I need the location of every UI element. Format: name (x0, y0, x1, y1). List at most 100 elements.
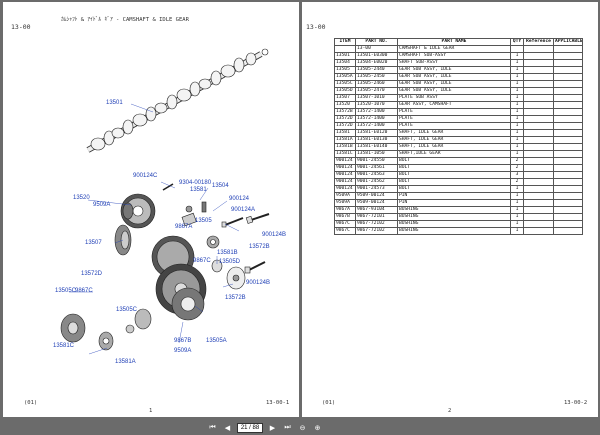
cell-part-no: 9509-00124 (355, 192, 398, 200)
cell-applicable-no (553, 108, 583, 116)
idle-gear-drawing (151, 235, 220, 321)
cell-applicable-no (553, 73, 583, 81)
current-page-input[interactable]: 21 / 88 (237, 422, 263, 433)
callout-13572d[interactable]: 13572D (81, 271, 103, 277)
callout-9304-00180[interactable]: 9304-00180 (179, 180, 212, 186)
callout-13505a[interactable]: 13505A (206, 338, 227, 344)
cell-item: 900124 C (334, 178, 356, 186)
cell-reference (523, 87, 554, 95)
cell-reference (523, 66, 554, 74)
cell-item: 900124 B (334, 171, 356, 179)
cell-part-name: GEAR ASSY, CAMSHAFT (397, 101, 511, 109)
callout-13504[interactable]: 13504 (212, 183, 229, 189)
callout-13520[interactable]: 13520 (73, 195, 90, 201)
callout-900124b[interactable]: 900124B (262, 232, 287, 238)
cell-part-no: 9509-00124 (355, 199, 398, 207)
cell-qty: 1 (510, 80, 524, 88)
cell-part-no: 13505-2440 (355, 66, 398, 74)
header-part-no: PART NO. (355, 38, 398, 46)
callout-13572b[interactable]: 13572B (249, 244, 270, 250)
cell-applicable-no (553, 213, 583, 221)
callout-13581[interactable]: 13581 (190, 187, 207, 193)
cell-item: 13581C (334, 150, 356, 158)
first-page-icon[interactable]: ⏮ (209, 423, 216, 431)
cell-applicable-no (553, 178, 583, 186)
cell-reference (523, 73, 554, 81)
cell-applicable-no (553, 199, 583, 207)
cell-applicable-no (553, 129, 583, 137)
cell-applicable-no (553, 220, 583, 228)
zoom-out-icon[interactable]: ⊖ (299, 423, 306, 432)
page-number: 2 (448, 408, 452, 414)
cell-qty (510, 45, 524, 53)
cell-part-name: BUSHING (397, 227, 511, 235)
cell-qty: 1 (510, 59, 524, 67)
zoom-in-icon[interactable]: ⊕ (314, 423, 321, 432)
cell-reference (523, 52, 554, 60)
callout-13505c-lower[interactable]: 13505C (116, 307, 138, 313)
cell-item (334, 45, 356, 53)
callout-9867a[interactable]: 9867A (175, 224, 193, 230)
cell-reference (523, 129, 554, 137)
cell-part-name: CAMSHAFT SUB-ASSY (397, 52, 511, 60)
next-page-icon[interactable]: ▶ (269, 423, 276, 432)
callout-900124a[interactable]: 900124A (231, 207, 256, 213)
cell-qty: 2 (510, 164, 524, 172)
cell-qty: 1 (510, 108, 524, 116)
callout-9867c-left[interactable]: 9867C (75, 288, 93, 294)
cell-item: 13505D (334, 87, 356, 95)
cell-applicable-no (553, 94, 583, 102)
callout-9509a-low[interactable]: 9509A (174, 348, 192, 354)
cell-qty: 1 (510, 150, 524, 158)
cell-part-no: 13505-2450 (355, 73, 398, 81)
callout-900124c[interactable]: 900124C (133, 173, 158, 179)
callout-13505c[interactable]: 13505C (55, 288, 77, 294)
cell-reference (523, 80, 554, 88)
cell-item: 13572D (334, 115, 356, 123)
callout-13581a[interactable]: 13581A (115, 359, 136, 365)
callout-13501[interactable]: 13501 (106, 100, 123, 106)
callout-13505d[interactable]: 13505D (219, 259, 241, 265)
cell-applicable-no (553, 157, 583, 165)
header-item: ITEM (334, 38, 356, 46)
parts-table: ITEM PART NO. PART NAME QTY Reference AP… (334, 38, 583, 235)
last-page-icon[interactable]: ⏭ (284, 423, 291, 431)
cell-part-name: SHAFT SUB-ASSY (397, 59, 511, 67)
cell-qty: 1 (510, 192, 524, 200)
callout-9509a-top[interactable]: 9509A (93, 202, 111, 208)
callout-13581b[interactable]: 13581B (217, 250, 238, 256)
callout-9867c[interactable]: 9867C (193, 258, 211, 264)
callout-900124[interactable]: 900124 (229, 196, 250, 202)
callout-900124b-lower[interactable]: 900124B (246, 280, 271, 286)
callout-13507[interactable]: 13507 (85, 240, 102, 246)
cell-applicable-no (553, 150, 583, 158)
prev-page-icon[interactable]: ◀ (224, 423, 231, 432)
page-top-ref: 13-00 (11, 23, 31, 31)
cell-reference (523, 185, 554, 193)
page-footer-left: (01) (322, 400, 336, 406)
callout-9867b[interactable]: 9867B (174, 338, 192, 344)
cell-applicable-no (553, 206, 583, 214)
cell-reference (523, 227, 554, 235)
callout-13581c[interactable]: 13581C (53, 343, 75, 349)
cell-part-name: SHAFT, IDLE GEAR (397, 129, 511, 137)
cell-qty: 1 (510, 94, 524, 102)
callout-13572b-lower[interactable]: 13572B (225, 295, 246, 301)
cell-part-name: BOLT (397, 157, 511, 165)
cell-part-name: PLATE SUB ASSY (397, 94, 511, 102)
cell-item: 13572D (334, 122, 356, 130)
cell-qty: 1 (510, 66, 524, 74)
callout-13505[interactable]: 13505 (195, 218, 212, 224)
